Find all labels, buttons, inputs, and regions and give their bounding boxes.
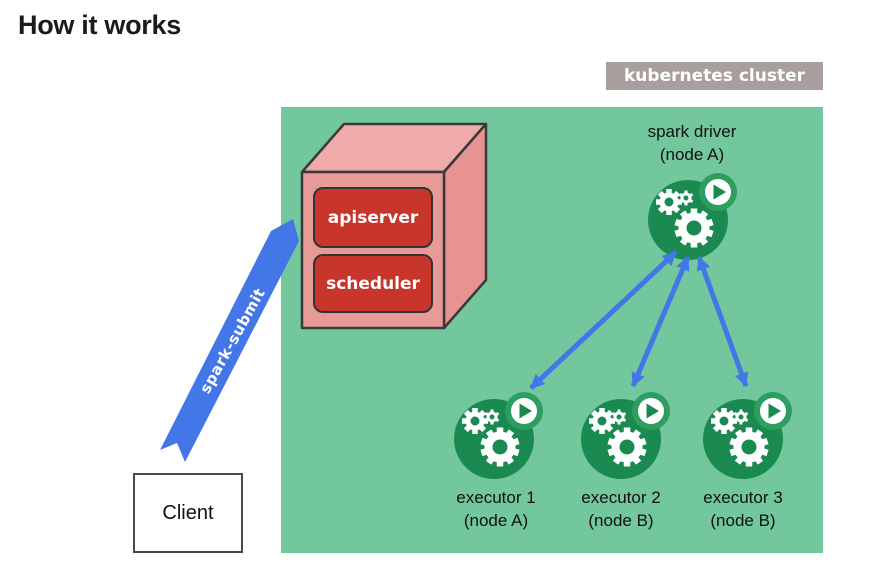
executor-2-icon <box>581 392 670 479</box>
executor-2-label-line1: executor 2 <box>581 488 661 507</box>
spark-driver-label: spark driver (node A) <box>612 120 772 166</box>
executor-1-label-line1: executor 1 <box>456 488 536 507</box>
driver-executor-1-arrow <box>529 250 678 390</box>
executor-3-label-line2: (node B) <box>710 511 776 530</box>
kubernetes-cluster-label: kubernetes cluster <box>606 62 823 90</box>
executor-1-icon <box>454 392 543 479</box>
spark-driver-label-line1: spark driver <box>647 122 737 141</box>
scheduler-box: scheduler <box>313 254 433 313</box>
executor-2-label: executor 2 (node B) <box>541 486 701 532</box>
executor-3-label-line1: executor 3 <box>703 488 783 507</box>
scheduler-label: scheduler <box>326 273 420 294</box>
spark-driver-icon <box>648 173 737 260</box>
apiserver-label: apiserver <box>327 207 419 228</box>
driver-executor-2-arrow <box>630 256 691 387</box>
spark-submit-arrow <box>160 219 299 462</box>
executor-1-label: executor 1 (node A) <box>416 486 576 532</box>
executor-1-label-line2: (node A) <box>463 511 529 530</box>
executor-3-label: executor 3 (node B) <box>663 486 823 532</box>
page-title: How it works <box>18 10 181 40</box>
driver-executor-3-arrow <box>696 256 749 387</box>
kubernetes-cluster-label-text: kubernetes cluster <box>624 66 805 86</box>
executor-3-icon <box>703 392 792 479</box>
client-label: Client <box>162 501 214 524</box>
client-box: Client <box>133 473 243 553</box>
executor-2-label-line2: (node B) <box>588 511 654 530</box>
spark-driver-label-line2: (node A) <box>659 145 725 164</box>
apiserver-box: apiserver <box>313 187 433 248</box>
spark-submit-label: spark-submit <box>196 285 269 397</box>
